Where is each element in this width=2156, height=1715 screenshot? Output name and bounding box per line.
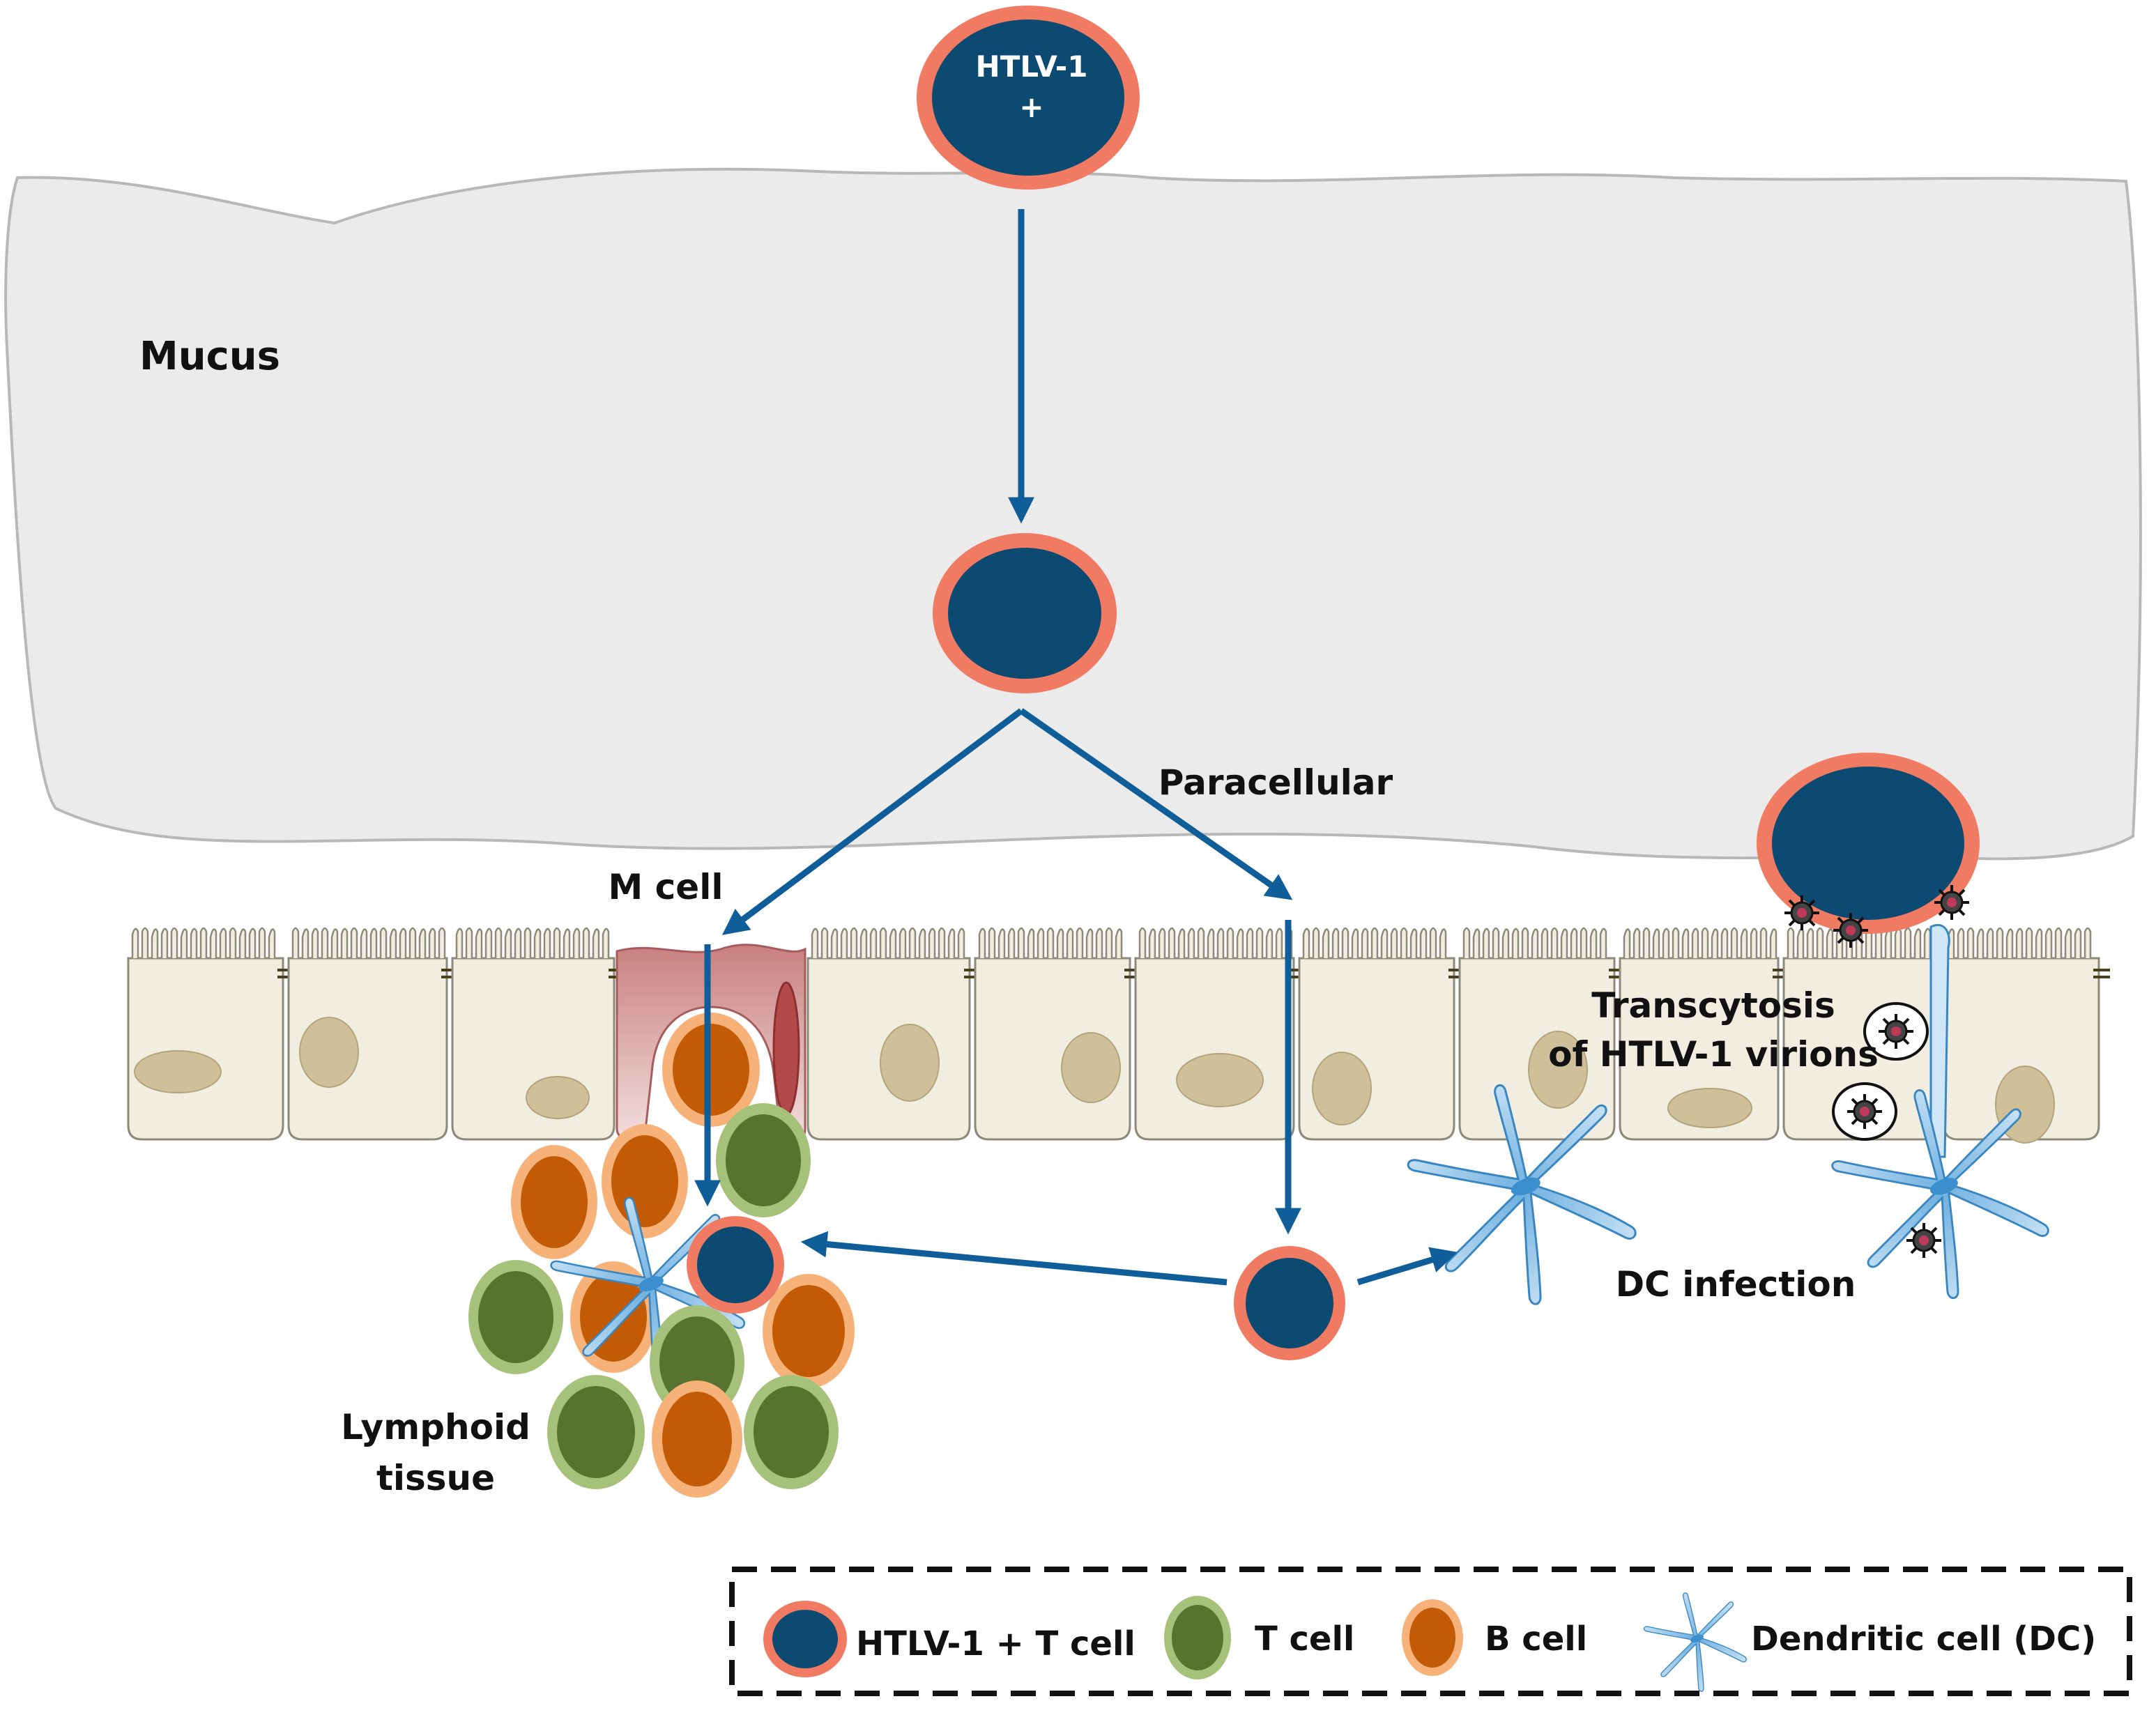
epithelial-cell [287, 927, 458, 1141]
epithelial-cell [806, 927, 981, 1141]
b-cell [662, 1013, 760, 1127]
htlv1-infected-t-cell [687, 1216, 784, 1314]
epithelial-cell [974, 927, 1141, 1141]
b-cell [602, 1124, 688, 1238]
virion [1832, 912, 1870, 949]
virion [1783, 894, 1821, 932]
source-cell-label-line2: + [1019, 90, 1043, 124]
epithelial-cell [451, 927, 625, 1141]
lymphoid-tissue-label-line2: tissue [376, 1458, 495, 1498]
epithelial-cell [1134, 927, 1305, 1141]
arrow-to-lymphoid [800, 1231, 1228, 1286]
legend-label: T cell [1255, 1620, 1354, 1659]
htlv1-infected-t-cell-source [917, 6, 1140, 190]
vesicle [1832, 1082, 1897, 1141]
m-cell [616, 944, 806, 1142]
t-cell-icon [1164, 1596, 1231, 1679]
t-cell [547, 1375, 645, 1489]
transcytosis-label-line2: of HTLV-1 virions [1548, 1034, 1879, 1075]
source-cell-label-line1: HTLV-1 [976, 49, 1088, 84]
t-cell [744, 1375, 839, 1489]
vesicle [1863, 1002, 1929, 1061]
b-cell [652, 1381, 742, 1498]
infected-t-cell-icon [763, 1601, 847, 1677]
htlv1-infected-t-cell-attached [1757, 753, 1980, 934]
htlv1-infected-t-cell-submucosa [1234, 1246, 1345, 1360]
mucus-label: Mucus [139, 334, 280, 379]
epithelial-cell [1298, 927, 1465, 1141]
b-cell-icon [1402, 1599, 1463, 1676]
dc-infection-label: DC infection [1616, 1264, 1856, 1305]
arrows [694, 209, 1458, 1286]
virion [1905, 1222, 1943, 1259]
legend-item-dendritic-cell: Dendritic cell (DC) [1643, 1592, 2096, 1692]
legend-item-b-cell: B cell [1402, 1599, 1587, 1676]
htlv1-infected-t-cell-mucus [933, 533, 1117, 693]
legend-label: Dendritic cell (DC) [1751, 1620, 2096, 1659]
lymphoid-tissue-label-line1: Lymphoid [341, 1407, 530, 1447]
transcytosis-label-line1: Transcytosis [1591, 985, 1835, 1026]
t-cell [716, 1103, 811, 1217]
b-cell [763, 1274, 855, 1388]
legend-item-infected-t-cell: HTLV-1 + T cell [763, 1601, 1136, 1677]
mucus-layer [4, 167, 2142, 861]
t-cell [468, 1260, 563, 1374]
arrow-paracellular [1019, 708, 1293, 900]
legend-label: B cell [1485, 1620, 1587, 1659]
dendritic-cell-transcytosis [1831, 923, 2049, 1300]
lymphoid-cluster [468, 1013, 855, 1498]
epithelial-cell [1619, 927, 1789, 1141]
m-cell-label: M cell [609, 867, 724, 907]
b-cell [511, 1145, 597, 1259]
paracellular-label: Paracellular [1159, 762, 1393, 803]
arrow-to-m-cell [721, 708, 1023, 935]
epithelial-cell [127, 927, 294, 1141]
epithelial-cell [1943, 927, 2110, 1144]
arrow-to-dc [1356, 1247, 1458, 1286]
legend: HTLV-1 + T cell T cell B cell Dendritic … [729, 1567, 2132, 1696]
legend-label: HTLV-1 + T cell [856, 1624, 1136, 1663]
virion [1933, 884, 1971, 921]
legend-item-t-cell: T cell [1164, 1596, 1354, 1679]
